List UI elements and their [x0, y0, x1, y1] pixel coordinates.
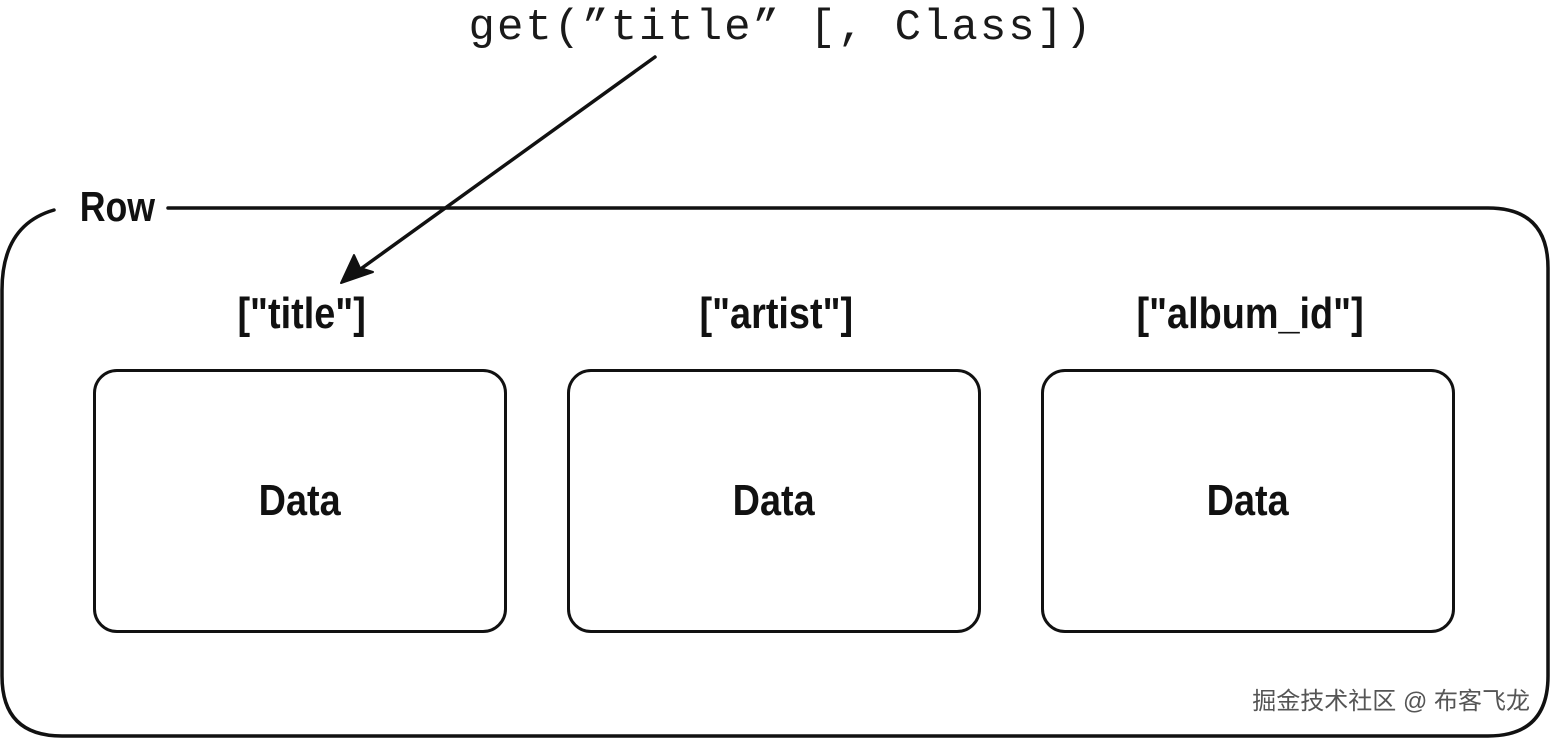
data-cell-album-id-label: Data [1206, 476, 1290, 525]
data-cell-album-id: Data [1041, 369, 1455, 633]
get-call-label: get(”title” [, Class]) [468, 3, 1094, 53]
get-arrow-head [340, 254, 374, 284]
column-key-artist: ["artist"] [567, 286, 985, 342]
row-container-outline [0, 206, 1550, 738]
data-cell-title-label: Data [258, 476, 342, 525]
column-key-album-id-text: ["album_id"] [1136, 289, 1364, 338]
column-key-artist-text: ["artist"] [699, 289, 853, 338]
column-key-album-id: ["album_id"] [1041, 286, 1459, 342]
get-arrow-line [360, 55, 657, 270]
column-key-title-text: ["title"] [237, 289, 367, 338]
row-label: Row [78, 182, 164, 232]
data-cell-artist: Data [567, 369, 981, 633]
column-key-title: ["title"] [93, 286, 511, 342]
data-cell-title: Data [93, 369, 507, 633]
watermark-text: 掘金技术社区 @ 布客飞龙 [1252, 688, 1530, 715]
data-cell-artist-label: Data [732, 476, 816, 525]
